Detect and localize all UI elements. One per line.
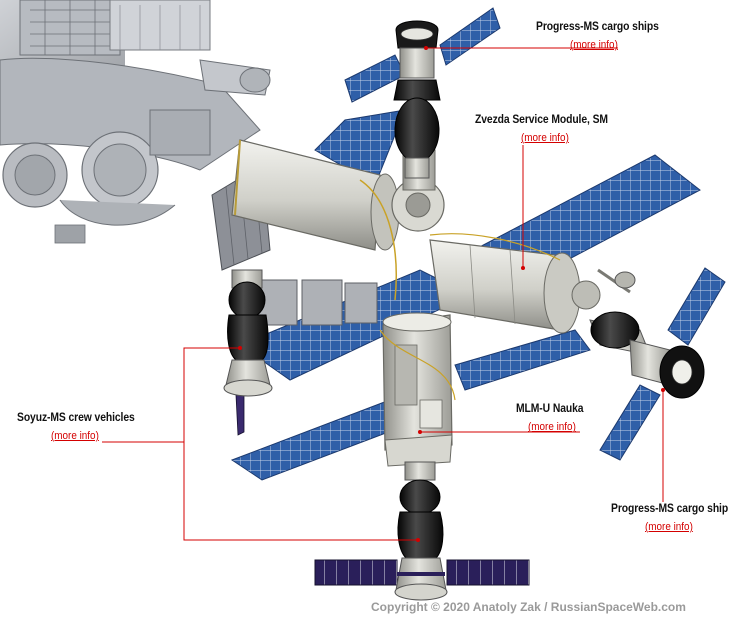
progress-ms-top-vehicle [393, 20, 441, 179]
nauka-label: MLM-U Nauka [516, 403, 584, 415]
nauka-more-info-link[interactable]: (more info) [528, 421, 576, 433]
station-modules [231, 139, 601, 467]
zvezda-more-info-link[interactable]: (more info) [521, 132, 569, 144]
soyuz-ms-bottom-vehicle [394, 461, 448, 601]
soyuz-label: Soyuz-MS crew vehicles [17, 412, 135, 424]
progress-top-more-info-link[interactable]: (more info) [570, 39, 618, 51]
progress-right-label: Progress-MS cargo ship [611, 503, 729, 515]
progress-ms-right-vehicle [589, 268, 705, 399]
leader-lines [102, 47, 664, 541]
soyuz-more-info-link[interactable]: (more info) [51, 430, 99, 442]
copyright-notice: Copyright © 2020 Anatoly Zak / RussianSp… [371, 600, 686, 614]
zvezda-label: Zvezda Service Module, SM [475, 114, 608, 126]
soyuz-ms-left-vehicle [223, 269, 273, 397]
progress-right-more-info-link[interactable]: (more info) [645, 521, 693, 533]
leader-dots [238, 46, 665, 542]
background-station-structure [0, 0, 271, 244]
progress-top-label: Progress-MS cargo ships [536, 21, 659, 33]
